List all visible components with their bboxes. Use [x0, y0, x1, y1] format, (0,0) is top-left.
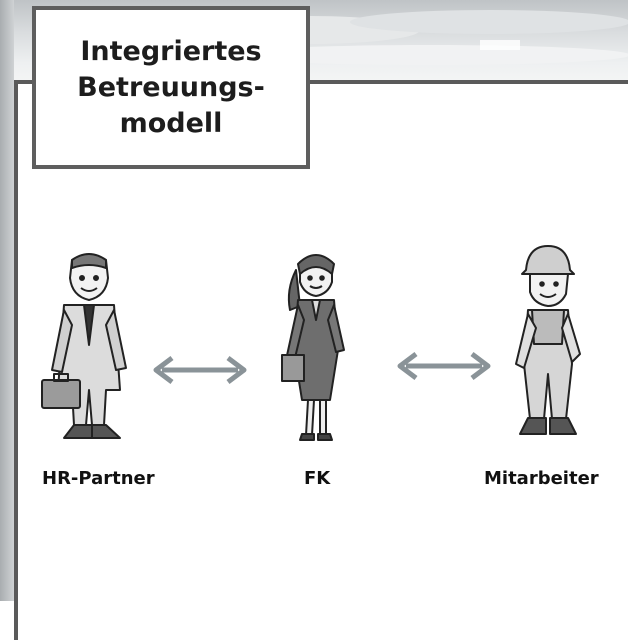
title-box: Integriertes Betreuungs- modell	[32, 6, 310, 169]
role-label-mitarbeiter: Mitarbeiter	[484, 468, 599, 489]
role-label-fk: FK	[304, 468, 331, 489]
double-arrow-icon	[397, 352, 491, 380]
businessman-with-briefcase-icon	[41, 253, 127, 439]
double-arrow-icon	[153, 356, 247, 384]
businesswoman-with-folder-icon	[281, 254, 345, 441]
role-label-hr-partner: HR-Partner	[42, 468, 155, 489]
worker-with-hard-hat-icon	[515, 245, 581, 435]
diagram-title: Integriertes Betreuungs- modell	[77, 35, 265, 139]
background-left-edge	[0, 0, 14, 601]
